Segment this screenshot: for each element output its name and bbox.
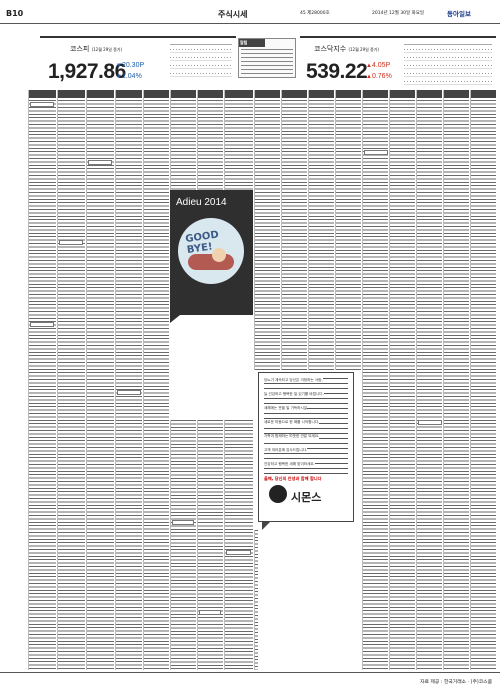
kospi-label: 코스피 (12월 29일 종가) xyxy=(70,45,123,53)
kosdaq-label: 코스닥지수 (12월 29일 종가) xyxy=(314,45,380,53)
section-title: 주식시세 xyxy=(218,10,248,19)
sleeping-face-shape xyxy=(212,248,226,262)
stock-column xyxy=(389,90,415,670)
kosdaq-index-box: 코스닥지수 (12월 29일 종가) 539.22 ▲4.05P ▲0.76% xyxy=(300,36,496,88)
pillow-shape xyxy=(188,254,234,270)
up-triangle-icon: ▲ xyxy=(366,63,372,69)
stock-column xyxy=(115,90,142,670)
sector-header xyxy=(418,420,442,425)
ad-body-text: 당뇨가 계속되고 당신은 걱정하는 사람, 늘 건강하고 행복한 일 있기를 바… xyxy=(264,378,348,476)
kospi-index-box: 코스피 (12월 29일 종가) 1,927.86 ▼20.30P ▼1.04% xyxy=(40,36,236,88)
kospi-change-points: ▼20.30P xyxy=(116,62,145,69)
stock-column xyxy=(197,420,223,670)
sector-header xyxy=(199,610,221,615)
issue-number: 45 제28000호 xyxy=(300,11,330,16)
sector-header xyxy=(88,160,112,165)
stock-listings xyxy=(0,90,500,670)
kospi-change-percent: ▼1.04% xyxy=(116,73,142,80)
stock-column xyxy=(224,90,253,190)
ad-headline: 올해, 당신의 안녕과 함께 합니다 xyxy=(264,476,322,481)
stock-column xyxy=(470,90,496,670)
stock-column xyxy=(362,90,388,670)
stock-column xyxy=(170,90,196,190)
stock-column xyxy=(281,90,307,370)
masthead-logo: 동아일보 xyxy=(447,10,471,18)
speech-bubble-tail xyxy=(262,522,270,530)
publication-date: 2014년 12월 30일 화요일 xyxy=(372,11,425,16)
kosdaq-value: 539.22 xyxy=(306,60,368,83)
stock-column xyxy=(254,530,258,670)
kospi-value: 1,927.86 xyxy=(48,60,126,83)
data-source-credit: 자료 제공 : 한국거래소 · (주)코스콤 xyxy=(420,680,492,685)
kosdaq-change-points: ▲4.05P xyxy=(366,62,391,69)
sector-header xyxy=(30,322,54,327)
stock-column xyxy=(197,90,223,190)
simmons-advertisement: 당뇨가 계속되고 당신은 걱정하는 사람, 늘 건강하고 행복한 일 있기를 바… xyxy=(258,372,354,522)
speech-bubble-tail xyxy=(170,315,180,323)
stock-column xyxy=(416,90,442,670)
stock-column xyxy=(308,90,334,370)
ad-brand-name: 시몬스 xyxy=(291,491,322,504)
kosdaq-summary-table xyxy=(404,44,492,85)
notice-body xyxy=(241,49,293,77)
notice-title: 알림 xyxy=(239,39,265,47)
stock-column xyxy=(143,90,169,670)
simmons-logo-icon xyxy=(269,485,287,503)
sector-header xyxy=(226,550,251,555)
stock-column xyxy=(86,90,114,670)
goodbye-sleeping-icon: GOOD BYE! xyxy=(178,218,244,284)
down-triangle-icon: ▼ xyxy=(116,63,122,69)
stock-column xyxy=(224,420,253,670)
stock-column xyxy=(335,90,361,370)
sector-header xyxy=(59,240,83,245)
sector-header xyxy=(172,520,194,525)
stock-column xyxy=(254,90,280,370)
stock-column xyxy=(170,420,196,670)
stock-column xyxy=(443,90,469,670)
stock-column xyxy=(28,90,56,670)
sector-header xyxy=(30,102,54,107)
kospi-summary-table xyxy=(170,44,232,77)
down-triangle-icon: ▼ xyxy=(116,74,122,80)
page-footer: 자료 제공 : 한국거래소 · (주)코스콤 xyxy=(0,672,500,691)
adieu-2014-illustration: Adieu 2014 GOOD BYE! xyxy=(170,190,253,315)
notice-box: 알림 xyxy=(238,38,296,78)
kosdaq-change-percent: ▲0.76% xyxy=(366,73,392,80)
sector-header xyxy=(364,150,388,155)
sector-header xyxy=(117,390,141,395)
up-triangle-icon: ▲ xyxy=(366,74,372,80)
adieu-title: Adieu 2014 xyxy=(176,197,227,208)
page-number: B10 xyxy=(6,9,24,18)
stock-column xyxy=(57,90,85,670)
page-header: B10 주식시세 45 제28000호 2014년 12월 30일 화요일 동아… xyxy=(0,0,500,24)
